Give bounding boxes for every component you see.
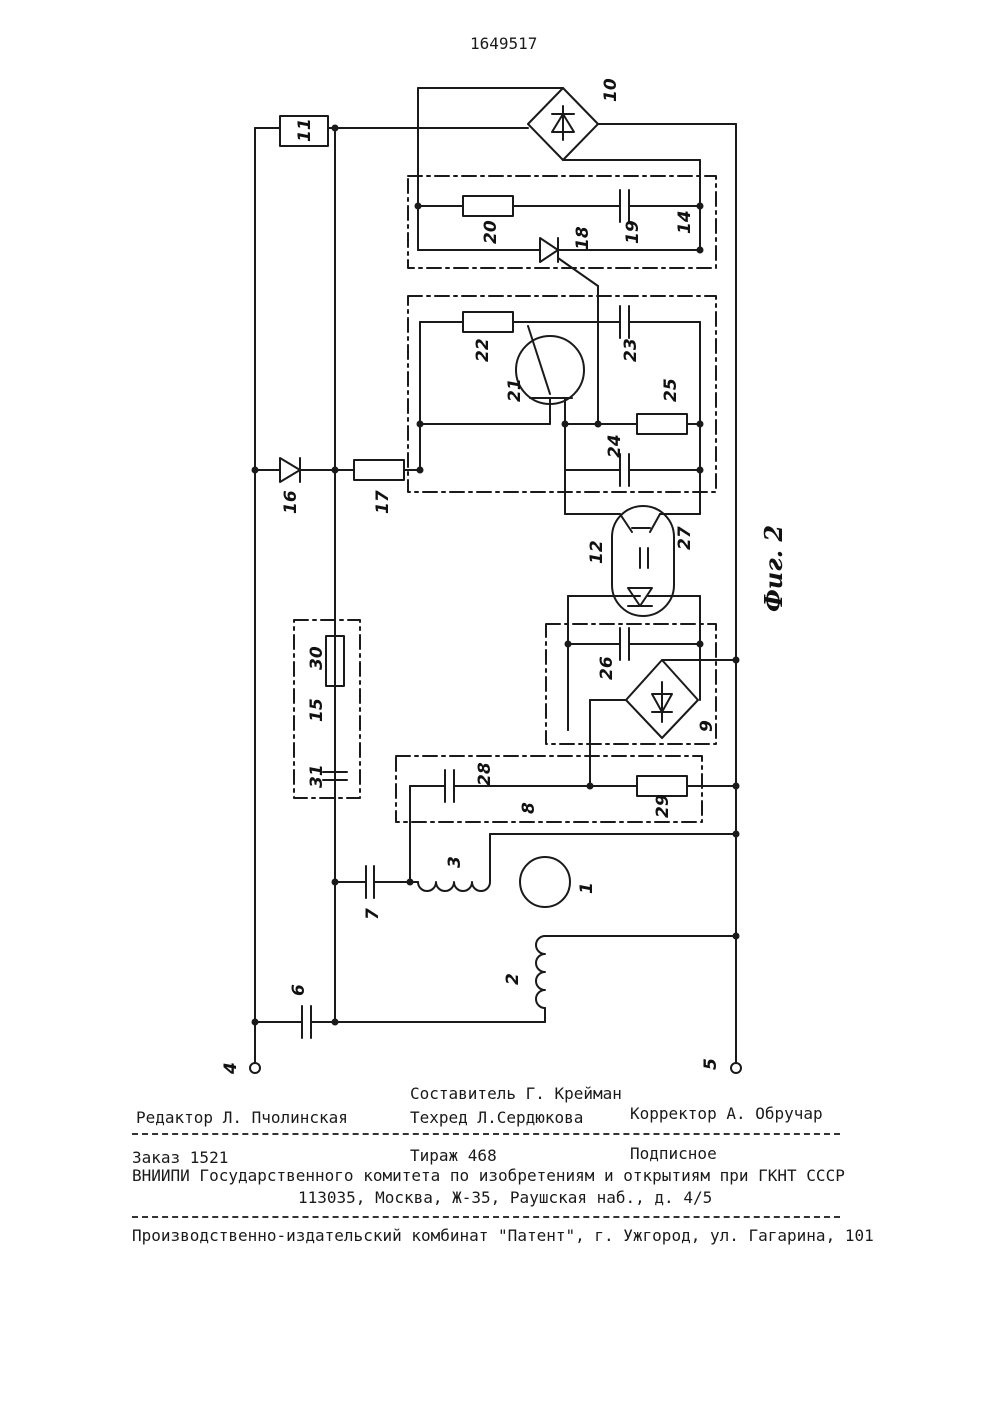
label-20: 20 [481,220,501,244]
label-5: 5 [701,1058,721,1070]
label-15: 15 [307,698,327,722]
compiler: Составитель Г. Крейман [410,1084,622,1103]
organization: ВНИИПИ Государственного комитета по изоб… [132,1166,845,1185]
label-12: 12 [587,540,607,564]
separator-1 [132,1133,840,1135]
figure-caption: Фиг. 2 [759,525,788,612]
subscription: Подписное [630,1144,717,1163]
label-24: 24 [605,434,625,458]
label-7: 7 [363,908,383,920]
address: 113035, Москва, Ж-35, Раушская наб., д. … [298,1188,712,1207]
circuit-schematic: 1 2 3 4 5 6 7 8 9 10 11 12 14 15 16 17 1… [0,0,1000,1090]
label-30: 30 [307,646,327,670]
label-10: 10 [601,78,621,102]
circulation: Тираж 468 [410,1146,497,1165]
label-9: 9 [697,720,717,732]
printer: Производственно-издательский комбинат "П… [132,1226,874,1245]
label-6: 6 [289,984,309,996]
label-19: 19 [623,220,643,244]
label-16: 16 [281,490,301,514]
editor: Редактор Л. Пчолинская [136,1108,348,1127]
label-18: 18 [573,226,593,250]
label-26: 26 [597,656,617,680]
label-28: 28 [475,762,495,786]
label-21: 21 [505,378,525,402]
label-29: 29 [653,794,673,818]
label-22: 22 [473,338,493,362]
order: Заказ 1521 [132,1148,228,1167]
label-25: 25 [661,378,681,402]
label-3: 3 [445,856,465,868]
label-11: 11 [295,118,315,142]
label-27: 27 [675,526,695,550]
label-8: 8 [519,802,539,814]
corrector: Корректор А. Обручар [630,1104,823,1123]
separator-2 [132,1216,840,1218]
label-2: 2 [503,973,523,985]
techred: Техред Л.Сердюкова [410,1108,583,1127]
label-4: 4 [221,1062,241,1075]
label-17: 17 [373,490,393,514]
label-1: 1 [577,882,597,894]
label-14: 14 [675,210,695,234]
label-31: 31 [307,764,327,788]
label-23: 23 [621,338,641,362]
